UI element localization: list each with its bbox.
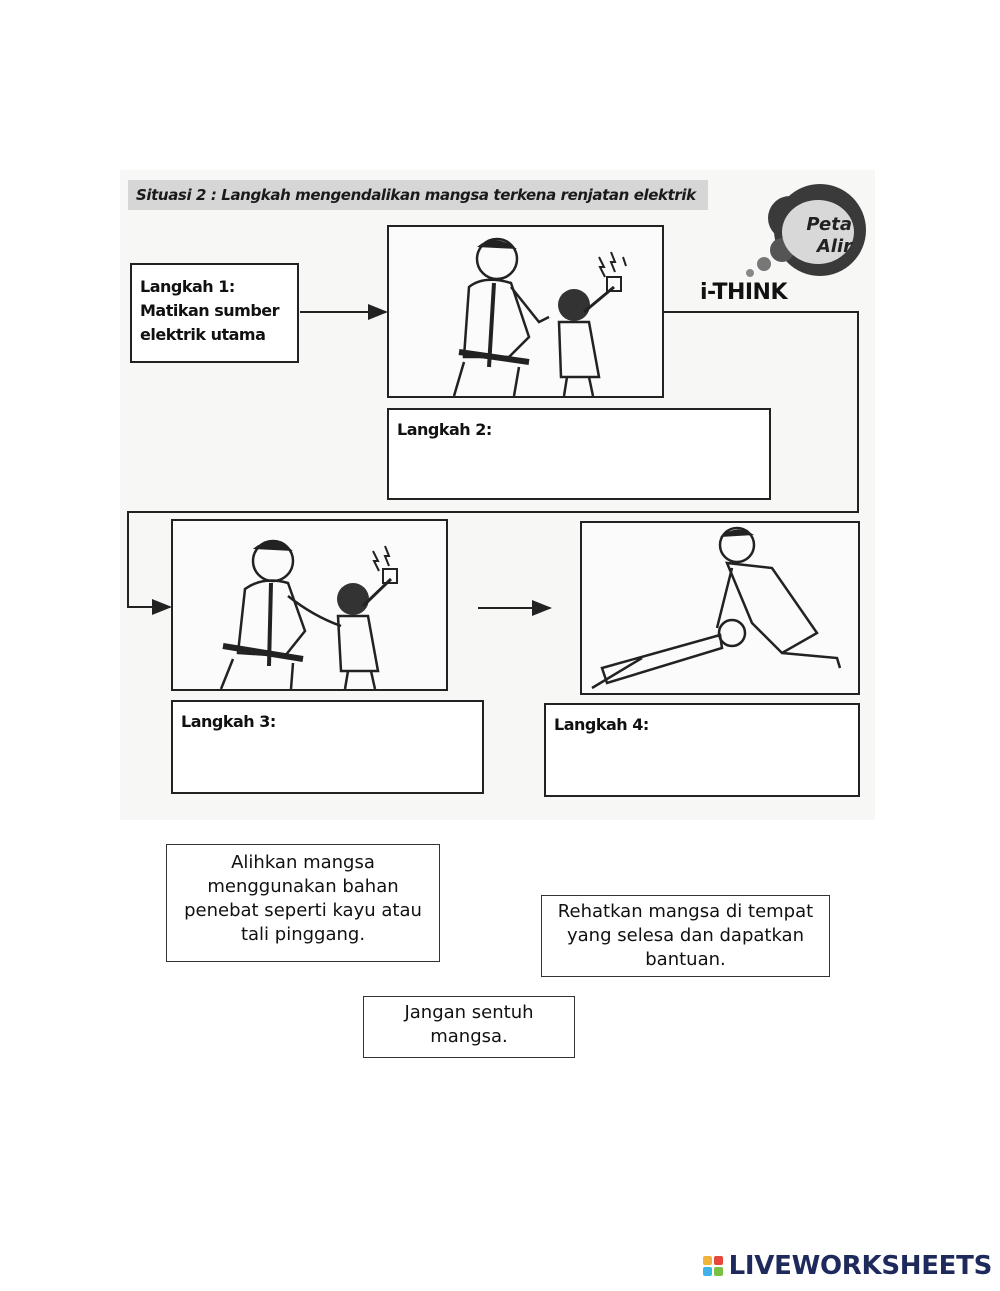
- answer-card-alihkan[interactable]: Alihkan mangsa menggunakan bahan penebat…: [166, 844, 440, 962]
- man-pulling-boy-with-belt-icon: [173, 521, 446, 689]
- ithink-logo-text: i-THINK: [700, 280, 788, 305]
- thought-cloud-icon: [746, 184, 866, 277]
- peta-alir-badge: Peta Alir i-THINK: [700, 180, 875, 305]
- step-4-box: Langkah 4:: [544, 703, 860, 797]
- step-1-label: Langkah 1:: [140, 277, 235, 296]
- step-2-box: Langkah 2:: [387, 408, 771, 500]
- liveworksheets-brand-text: LIVEWORKSHEETS: [728, 1251, 993, 1281]
- step-1-text-line-1: Matikan sumber: [140, 301, 280, 320]
- man-helping-lying-victim-icon: [582, 523, 858, 693]
- step-3-box: Langkah 3:: [171, 700, 484, 794]
- answer-card-rehatkan[interactable]: Rehatkan mangsa di tempat yang selesa da…: [541, 895, 830, 977]
- answer-card-jangan-sentuh[interactable]: Jangan sentuh mangsa.: [363, 996, 575, 1058]
- step-1-text-line-2: elektrik utama: [140, 325, 266, 344]
- worksheet-title: Situasi 2 : Langkah mengendalikan mangsa…: [128, 180, 708, 210]
- step-4-illustration: [580, 521, 860, 695]
- step-4-label: Langkah 4:: [554, 715, 649, 734]
- flow-connectors: [127, 304, 859, 616]
- step-3-label: Langkah 3:: [181, 712, 276, 731]
- step-3-illustration: [171, 519, 448, 691]
- step-1-box: Langkah 1: Matikan sumber elektrik utama: [130, 263, 299, 363]
- badge-line-2: Alir: [816, 236, 852, 257]
- arrow-step2-to-step3: [127, 311, 859, 615]
- liveworksheets-logo-icon: [702, 1256, 723, 1276]
- liveworksheets-logo[interactable]: LIVEWORKSHEETS: [702, 1251, 993, 1281]
- step-2-label: Langkah 2:: [397, 420, 492, 439]
- badge-line-1: Peta: [806, 214, 852, 235]
- step-2-illustration: [387, 225, 664, 398]
- man-and-boy-at-socket-icon: [389, 227, 662, 396]
